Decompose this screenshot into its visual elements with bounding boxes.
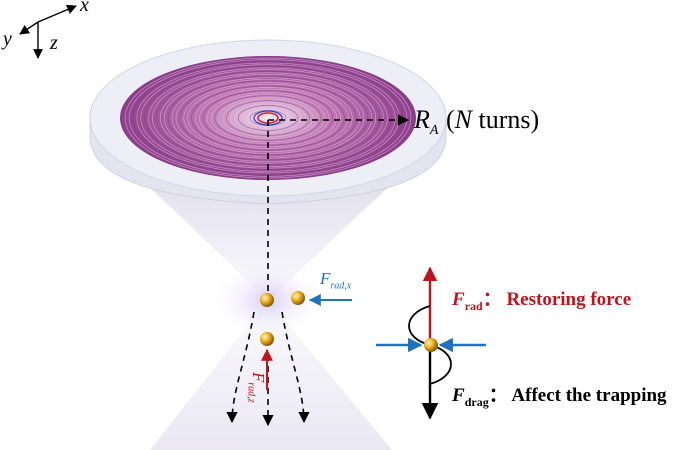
trapped-particles <box>260 291 305 346</box>
x-axis-arrow <box>37 4 77 23</box>
legend-rad-label: Frad： Restoring force <box>452 289 632 313</box>
coil-ring <box>222 98 314 138</box>
coil-ring <box>187 83 349 153</box>
legend-drag-label: Fdrag： Affect the trapping <box>452 385 667 409</box>
coil-ring <box>210 93 326 143</box>
turns-label: (N turns) <box>446 105 540 134</box>
coil-ring <box>195 87 341 149</box>
force-rad-z-label: Frad,z <box>245 372 268 403</box>
spiral-coil <box>120 56 416 180</box>
antenna-disk <box>89 39 447 205</box>
legend-particle <box>424 338 438 352</box>
force-rad-x-label: Frad,x <box>320 269 352 292</box>
coil-ring <box>237 105 299 131</box>
particle-displaced-x <box>291 291 305 305</box>
coil-ring <box>163 74 373 162</box>
coil-ring <box>245 108 291 128</box>
force-legend-diagram <box>376 266 486 420</box>
coil-ring <box>167 75 369 161</box>
coordinate-axes <box>19 4 77 59</box>
focused-beam <box>140 178 398 450</box>
coil-ring <box>241 106 295 130</box>
y-axis-arrow <box>19 21 39 35</box>
z-axis-label: z <box>50 32 58 54</box>
x-axis-label: x <box>80 0 89 16</box>
y-axis-label: y <box>3 28 12 50</box>
coil-ring <box>140 64 396 172</box>
particle-center <box>260 293 274 307</box>
coil-ring <box>159 72 377 164</box>
coil-ring <box>218 96 318 140</box>
coil-ring <box>214 95 322 141</box>
radius-label: RA <box>414 105 439 139</box>
coil-ring <box>191 85 345 151</box>
particle-displaced-z <box>260 332 274 346</box>
